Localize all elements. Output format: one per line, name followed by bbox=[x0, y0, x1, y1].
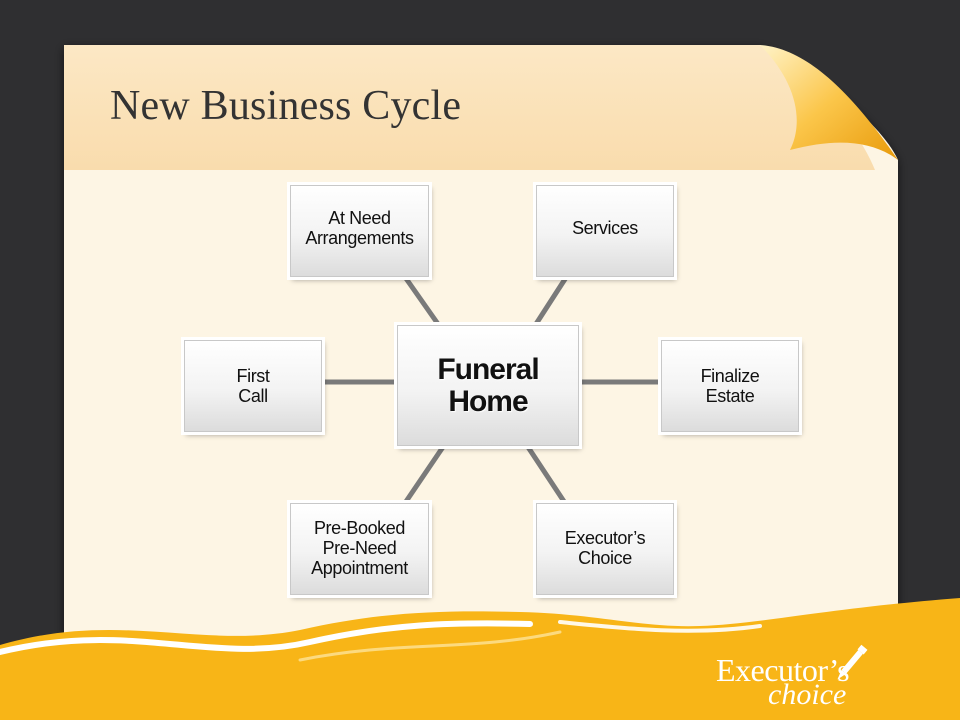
connector-executors-choice bbox=[523, 442, 568, 505]
node-executors-choice: Executor’s Choice bbox=[533, 500, 677, 598]
pen-nib-icon bbox=[837, 644, 868, 680]
connector-lines bbox=[320, 274, 659, 505]
wave-highlight bbox=[0, 620, 533, 655]
connector-services bbox=[533, 274, 570, 326]
wave-highlight-2 bbox=[558, 620, 762, 633]
connector-pre-booked bbox=[402, 442, 448, 505]
logo-name: Executor’s bbox=[716, 652, 850, 688]
header-band bbox=[64, 45, 875, 170]
node-services: Services bbox=[533, 182, 677, 280]
node-pre-booked-pre-need-appointment: Pre-Booked Pre-Need Appointment bbox=[287, 500, 432, 598]
connector-at-need bbox=[402, 275, 441, 326]
slide-title: New Business Cycle bbox=[110, 83, 462, 129]
page-curl bbox=[760, 45, 898, 160]
center-node-funeral-home: Funeral Home bbox=[394, 322, 582, 449]
wave-highlight-3 bbox=[298, 630, 562, 662]
node-first-call: First Call bbox=[181, 337, 325, 435]
logo-tagline: choice bbox=[768, 678, 847, 711]
node-finalize-estate: Finalize Estate bbox=[658, 337, 802, 435]
node-at-need-arrangements: At Need Arrangements bbox=[287, 182, 432, 280]
